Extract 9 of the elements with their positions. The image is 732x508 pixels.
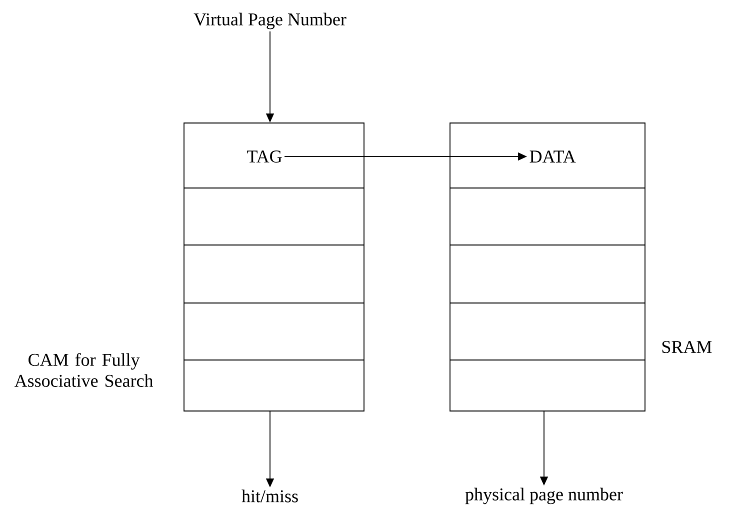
output-label: physical page number <box>465 488 623 504</box>
output-label: hit/miss <box>242 490 298 502</box>
cell-label: TAG <box>247 150 282 163</box>
cell-label: DATA <box>530 150 576 162</box>
side-label: SRAM <box>662 340 712 354</box>
memory-array <box>450 122 646 412</box>
side-label: CAM for Fully Associative Search <box>14 353 154 387</box>
memory-array <box>184 122 364 412</box>
heading-text: Virtual Page Number <box>194 12 346 30</box>
